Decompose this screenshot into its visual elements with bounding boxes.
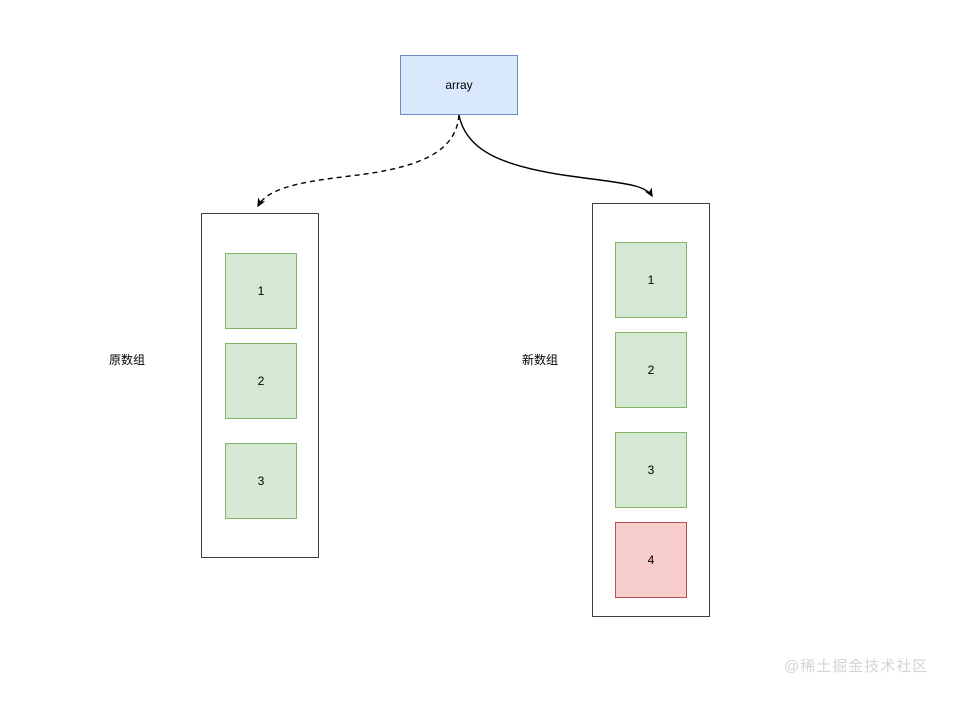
cell-old-1-value: 1: [257, 283, 265, 298]
watermark: @稀土掘金技术社区: [784, 658, 929, 675]
node-array[interactable]: array: [400, 55, 518, 115]
container-new-array[interactable]: 1 2 3 4: [592, 203, 710, 617]
cell-old-2-value: 2: [257, 373, 265, 388]
edge-array-to-old-array: [257, 114, 460, 208]
cell-new-3[interactable]: 3: [615, 432, 687, 508]
label-new-array: 新数组: [522, 353, 559, 367]
cell-new-2[interactable]: 2: [615, 332, 687, 408]
cell-old-3[interactable]: 3: [225, 443, 297, 519]
edge-array-to-new-array: [458, 114, 653, 198]
cell-old-3-value: 3: [257, 473, 265, 488]
cell-new-1-value: 1: [647, 272, 655, 287]
container-original-array[interactable]: 1 2 3: [201, 213, 319, 558]
cell-new-4[interactable]: 4: [615, 522, 687, 598]
label-original-array: 原数组: [109, 353, 146, 367]
cell-new-3-value: 3: [647, 462, 655, 477]
cell-new-4-value: 4: [647, 552, 655, 567]
cell-new-1[interactable]: 1: [615, 242, 687, 318]
cell-old-1[interactable]: 1: [225, 253, 297, 329]
cell-old-2[interactable]: 2: [225, 343, 297, 419]
cell-new-2-value: 2: [647, 362, 655, 377]
node-array-label: array: [445, 77, 473, 92]
